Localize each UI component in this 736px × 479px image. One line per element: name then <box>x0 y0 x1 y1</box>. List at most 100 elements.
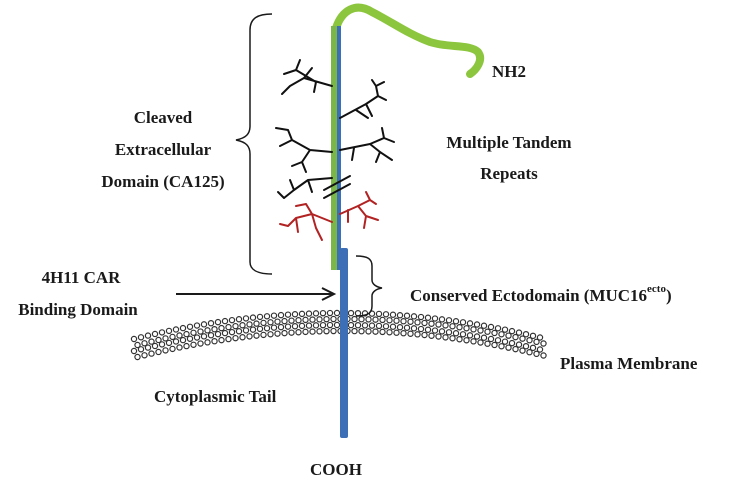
membrane-lipid-bead <box>183 330 190 338</box>
membrane-lipid-bead <box>288 317 295 324</box>
membrane-lipid-bead <box>382 323 390 330</box>
membrane-lipid-bead <box>319 309 327 317</box>
membrane-lipid-bead <box>389 323 397 330</box>
membrane-lipid-bead <box>169 345 176 353</box>
membrane-lipid-bead <box>130 347 138 355</box>
membrane-lipid-bead <box>225 335 232 343</box>
membrane-lipid-bead <box>260 331 267 339</box>
membrane-lipid-bead <box>393 329 400 336</box>
membrane-lipid-bead <box>372 328 379 335</box>
membrane-lipid-bead <box>470 326 477 333</box>
membrane-lipid-bead <box>354 309 362 317</box>
membrane-lipid-bead <box>162 347 169 354</box>
membrane-lipid-bead <box>246 333 253 340</box>
membrane-lipid-bead <box>522 342 530 350</box>
membrane-lipid-bead <box>155 336 162 344</box>
membrane-lipid-bead <box>302 316 309 324</box>
membrane-lipid-bead <box>232 322 239 330</box>
membrane-lipid-bead <box>491 329 498 337</box>
membrane-lipid-bead <box>267 331 274 338</box>
membrane-lipid-bead <box>368 322 376 329</box>
conserved-ectodomain-superscript: ecto <box>647 283 666 296</box>
membrane-lipid-bead <box>379 316 386 324</box>
membrane-lipid-bead <box>403 324 411 331</box>
conserved-ectodomain-text: Conserved Ectodomain (MUC16 <box>410 286 648 305</box>
nh2-label: NH2 <box>492 62 526 81</box>
membrane-lipid-bead <box>274 330 281 337</box>
membrane-lipid-bead <box>204 327 211 334</box>
membrane-lipid-bead <box>358 315 365 323</box>
membrane-lipid-bead <box>197 328 204 335</box>
extracellular-stalk-blue-edge <box>337 26 341 270</box>
membrane-lipid-bead <box>358 327 365 335</box>
cytoplasmic-tail-label: Cytoplasmic Tail <box>154 387 277 406</box>
membrane-lipid-bead <box>134 353 141 361</box>
conserved-ectodomain-close: ) <box>665 286 672 305</box>
membrane-lipid-bead <box>316 316 323 323</box>
membrane-lipid-bead <box>316 328 323 335</box>
membrane-lipid-bead <box>508 339 516 347</box>
membrane-lipid-bead <box>169 333 176 341</box>
membrane-lipid-bead <box>130 335 138 343</box>
membrane-lipid-bead <box>225 323 232 331</box>
membrane-lipid-bead <box>141 340 148 347</box>
membrane-lipid-bead <box>158 329 166 336</box>
membrane-lipid-bead <box>431 315 439 322</box>
membrane-lipid-bead <box>312 322 320 329</box>
membrane-lipid-bead <box>386 317 393 324</box>
membrane-lipid-bead <box>190 329 197 336</box>
membrane-lipid-bead <box>536 334 544 341</box>
membrane-lipid-bead <box>260 319 267 327</box>
membrane-lipid-bead <box>148 338 155 345</box>
membrane-lipid-bead <box>270 324 278 331</box>
glycan-chains-red <box>279 191 379 241</box>
membrane-lipid-bead <box>207 319 215 327</box>
membrane-lipid-bead <box>246 321 253 328</box>
membrane-lipid-bead <box>414 319 421 326</box>
membrane-lipid-bead <box>459 331 467 338</box>
membrane-lipid-bead <box>193 322 201 329</box>
car-binding-arrowhead <box>321 287 337 301</box>
membrane-lipid-bead <box>256 313 264 321</box>
membrane-lipid-bead <box>326 321 334 329</box>
membrane-lipid-bead <box>431 327 439 334</box>
membrane-lipid-bead <box>151 342 159 350</box>
membrane-lipid-bead <box>319 321 327 329</box>
membrane-lipid-bead <box>379 328 386 336</box>
membrane-lipid-bead <box>477 339 484 346</box>
membrane-lipid-bead <box>410 325 418 332</box>
membrane-lipid-bead <box>456 324 463 331</box>
membrane-lipid-bead <box>305 322 313 329</box>
membrane-lipid-bead <box>435 321 442 328</box>
membrane-lipid-bead <box>473 333 481 340</box>
membrane-lipid-bead <box>228 316 236 324</box>
membrane-lipid-bead <box>463 337 470 344</box>
membrane-lipid-bead <box>375 322 383 330</box>
membrane-lipid-bead <box>256 325 264 333</box>
membrane-lipid-bead <box>326 309 334 317</box>
membrane-lipid-bead <box>207 331 215 339</box>
glycan-chains-black <box>275 59 395 199</box>
membrane-lipid-bead <box>396 312 404 319</box>
membrane-lipid-bead <box>228 328 236 336</box>
membrane-lipid-bead <box>162 335 169 342</box>
membrane-lipid-bead <box>512 333 519 341</box>
membrane-lipid-bead <box>347 321 355 329</box>
membrane-lipid-bead <box>235 328 243 335</box>
membrane-lipid-bead <box>400 330 407 337</box>
membrane-lipid-bead <box>218 324 225 332</box>
membrane-lipid-bead <box>137 346 145 353</box>
membrane-lipid-bead <box>452 318 460 325</box>
membrane-lipid-bead <box>505 344 512 351</box>
membrane-lipid-bead <box>277 311 285 319</box>
membrane-lipid-bead <box>536 346 544 353</box>
membrane-lipid-bead <box>186 323 194 330</box>
membrane-lipid-bead <box>529 332 537 340</box>
membrane-lipid-bead <box>214 318 222 326</box>
membrane-lipid-bead <box>267 319 274 326</box>
membrane-lipid-bead <box>333 321 341 329</box>
membrane-lipid-bead <box>193 334 201 341</box>
car-binding-label-line2: Binding Domain <box>18 300 138 319</box>
conserved-ectodomain-bracket <box>355 255 383 317</box>
membrane-lipid-bead <box>330 315 337 323</box>
